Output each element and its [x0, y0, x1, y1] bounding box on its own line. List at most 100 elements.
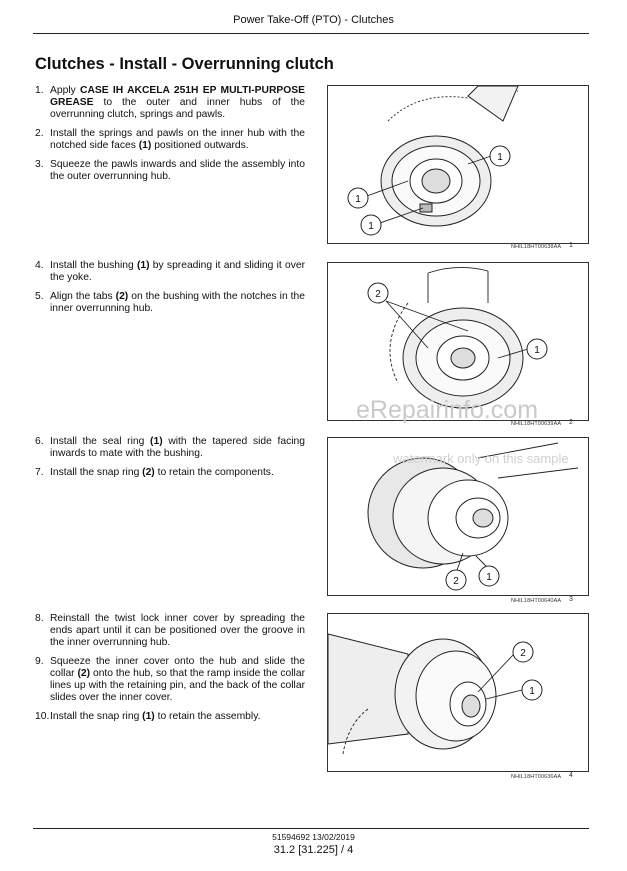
step-text-bold: (2) [142, 467, 155, 478]
figure-4-callout-label: 2 [520, 648, 526, 659]
figure-3-number: 3 [569, 596, 573, 603]
figure-1-callout [489, 145, 511, 167]
step-number: 3. [35, 159, 44, 170]
figure-1-callout-label: 1 [355, 194, 361, 205]
figure-4-frame: 2 1 [327, 613, 589, 772]
step-number: 8. [35, 613, 44, 624]
figure-4-callout [512, 641, 534, 663]
step-item: 6. Install the seal ring (1) with the tap… [35, 436, 305, 460]
watermark-main: eRepairinfo.com [356, 396, 539, 424]
steps-group-2: 4. Install the bushing (1) by spreading i… [35, 260, 305, 322]
figure-1-frame: 1 1 1 [327, 85, 589, 244]
step-item: 9. Squeeze the inner cover onto the hub a… [35, 656, 305, 704]
header-rule [33, 33, 589, 34]
steps-group-1: 1. Apply CASE IH AKCELA 251H EP MULTI-PUR… [35, 85, 305, 190]
figure-2-illustration: 2 1 [367, 267, 548, 409]
figure-3-code: NHIL18HT00640AA [511, 598, 562, 604]
step-text-run: with the tapered side facing inwards to … [50, 436, 306, 459]
step-text-bold: (1) [138, 140, 152, 151]
figure-4-callout [521, 679, 543, 701]
step-text-bold: (1) [150, 436, 163, 447]
step-item: 8. Reinstall the twist lock inner cover b… [35, 613, 305, 649]
step-item: 1. Apply CASE IH AKCELA 251H EP MULTI-PUR… [35, 85, 305, 121]
step-text-run: Align the tabs [50, 291, 116, 302]
step-text-bold: (1) [136, 260, 150, 271]
step-text-run: Squeeze the inner cover onto the hub and… [50, 656, 305, 679]
figure-1-callout [360, 214, 382, 236]
section-title: Clutches - Install - Overrunning clutch [35, 55, 334, 73]
step-text-run: to retain the components. [154, 467, 274, 478]
step-text-bold: (2) [77, 668, 91, 679]
figure-2-number: 2 [569, 419, 573, 426]
steps-group-4: 8. Reinstall the twist lock inner cover b… [35, 613, 305, 730]
figure-1-code: NHIL18HT00638AA [511, 244, 562, 250]
steps-group-3: 6. Install the seal ring (1) with the tap… [35, 436, 305, 486]
figure-1-number: 1 [569, 242, 573, 249]
step-text: Reinstall the twist lock inner cover by … [50, 613, 305, 649]
step-item: 7. Install the snap ring (2) to retain th… [35, 467, 305, 479]
figure-1-callout-label: 1 [368, 221, 374, 232]
figure-2-callout-label: 2 [375, 289, 381, 300]
step-text-run: onto the hub, so that the ramp inside th… [50, 668, 306, 703]
figure-3-illustration: 2 1 [367, 442, 579, 591]
figure-4-number: 4 [569, 772, 573, 779]
step-text-run: to the outer and inner hubs of the overr… [50, 97, 305, 120]
step-text-run: on the bushing with the notches in the i… [50, 291, 305, 314]
step-number: 1. [35, 85, 44, 96]
step-number: 6. [35, 436, 44, 447]
figure-4-callout-label: 1 [529, 686, 535, 697]
footer-rule [33, 828, 589, 829]
step-text-run: positioned outwards. [151, 140, 249, 151]
step-text-run: to retain the assembly. [154, 711, 261, 722]
step-number: 10. [35, 711, 50, 722]
figure-4-illustration: 2 1 [328, 633, 543, 755]
step-item: 4. Install the bushing (1) by spreading i… [35, 260, 305, 284]
step-text-bold: CASE IH AKCELA 251H EP MULTI-PURPOSE GRE… [50, 85, 306, 108]
step-text-run: Install the seal ring [50, 436, 151, 447]
page-header: Power Take-Off (PTO) - Clutches [233, 14, 394, 26]
step-number: 9. [35, 656, 44, 667]
footer-doc-id: 51594692 13/02/2019 [272, 832, 355, 842]
figure-1-callout-label: 1 [497, 152, 503, 163]
step-text: Align the tabs (2) on the bushing with t… [50, 291, 305, 315]
figure-3-callout [478, 565, 500, 587]
step-text: Squeeze the pawls inwards and slide the … [50, 159, 305, 183]
figure-1-illustration: 1 1 1 [347, 86, 519, 236]
step-number: 2. [35, 128, 44, 139]
figure-3-frame: 2 1 [327, 437, 589, 596]
step-number: 5. [35, 291, 44, 302]
step-text-bold: (1) [142, 711, 155, 722]
step-text: Squeeze the inner cover onto the hub and… [50, 656, 305, 704]
step-item: 10.Install the snap ring (1) to retain t… [35, 711, 305, 723]
step-text-run: Install the bushing [50, 260, 137, 271]
step-number: 7. [35, 467, 44, 478]
figure-1-callout [347, 187, 369, 209]
figure-4-code: NHIL18HT00636AA [511, 774, 562, 780]
step-text: Install the seal ring (1) with the taper… [50, 436, 305, 460]
figure-2-callout-label: 1 [534, 345, 540, 356]
step-text: Install the snap ring (1) to retain the … [50, 711, 305, 723]
step-text-run: Reinstall the twist lock inner cover by … [50, 613, 305, 648]
figure-3-callout [445, 569, 467, 591]
step-text-run: Squeeze the pawls inwards and slide the … [50, 159, 305, 182]
step-text-run: Install the snap ring [50, 711, 143, 722]
footer-page-ref: 31.2 [31.225] / 4 [273, 844, 354, 856]
step-text-run: by spreading it and sliding it over the … [50, 260, 305, 283]
step-item: 2. Install the springs and pawls on the i… [35, 128, 305, 152]
step-text-run: Install the springs and pawls on the inn… [50, 128, 305, 151]
step-text: Install the bushing (1) by spreading it … [50, 260, 305, 284]
step-text: Apply CASE IH AKCELA 251H EP MULTI-PURPO… [50, 85, 305, 121]
figure-2-frame: 2 1 [327, 262, 589, 421]
step-item: 5. Align the tabs (2) on the bushing with… [35, 291, 305, 315]
figure-2-callout [526, 338, 548, 360]
figure-3-callout-label: 2 [453, 576, 459, 587]
step-number: 4. [35, 260, 44, 271]
watermark-sub: watermark only on this sample [393, 451, 569, 466]
step-text: Install the snap ring (2) to retain the … [50, 467, 305, 479]
step-item: 3. Squeeze the pawls inwards and slide th… [35, 159, 305, 183]
step-text: Install the springs and pawls on the inn… [50, 128, 305, 152]
figure-3-callout-label: 1 [486, 572, 492, 583]
step-text-run: Apply [50, 85, 81, 96]
step-text-bold: (2) [115, 291, 129, 302]
step-text-run: Install the snap ring [50, 467, 143, 478]
